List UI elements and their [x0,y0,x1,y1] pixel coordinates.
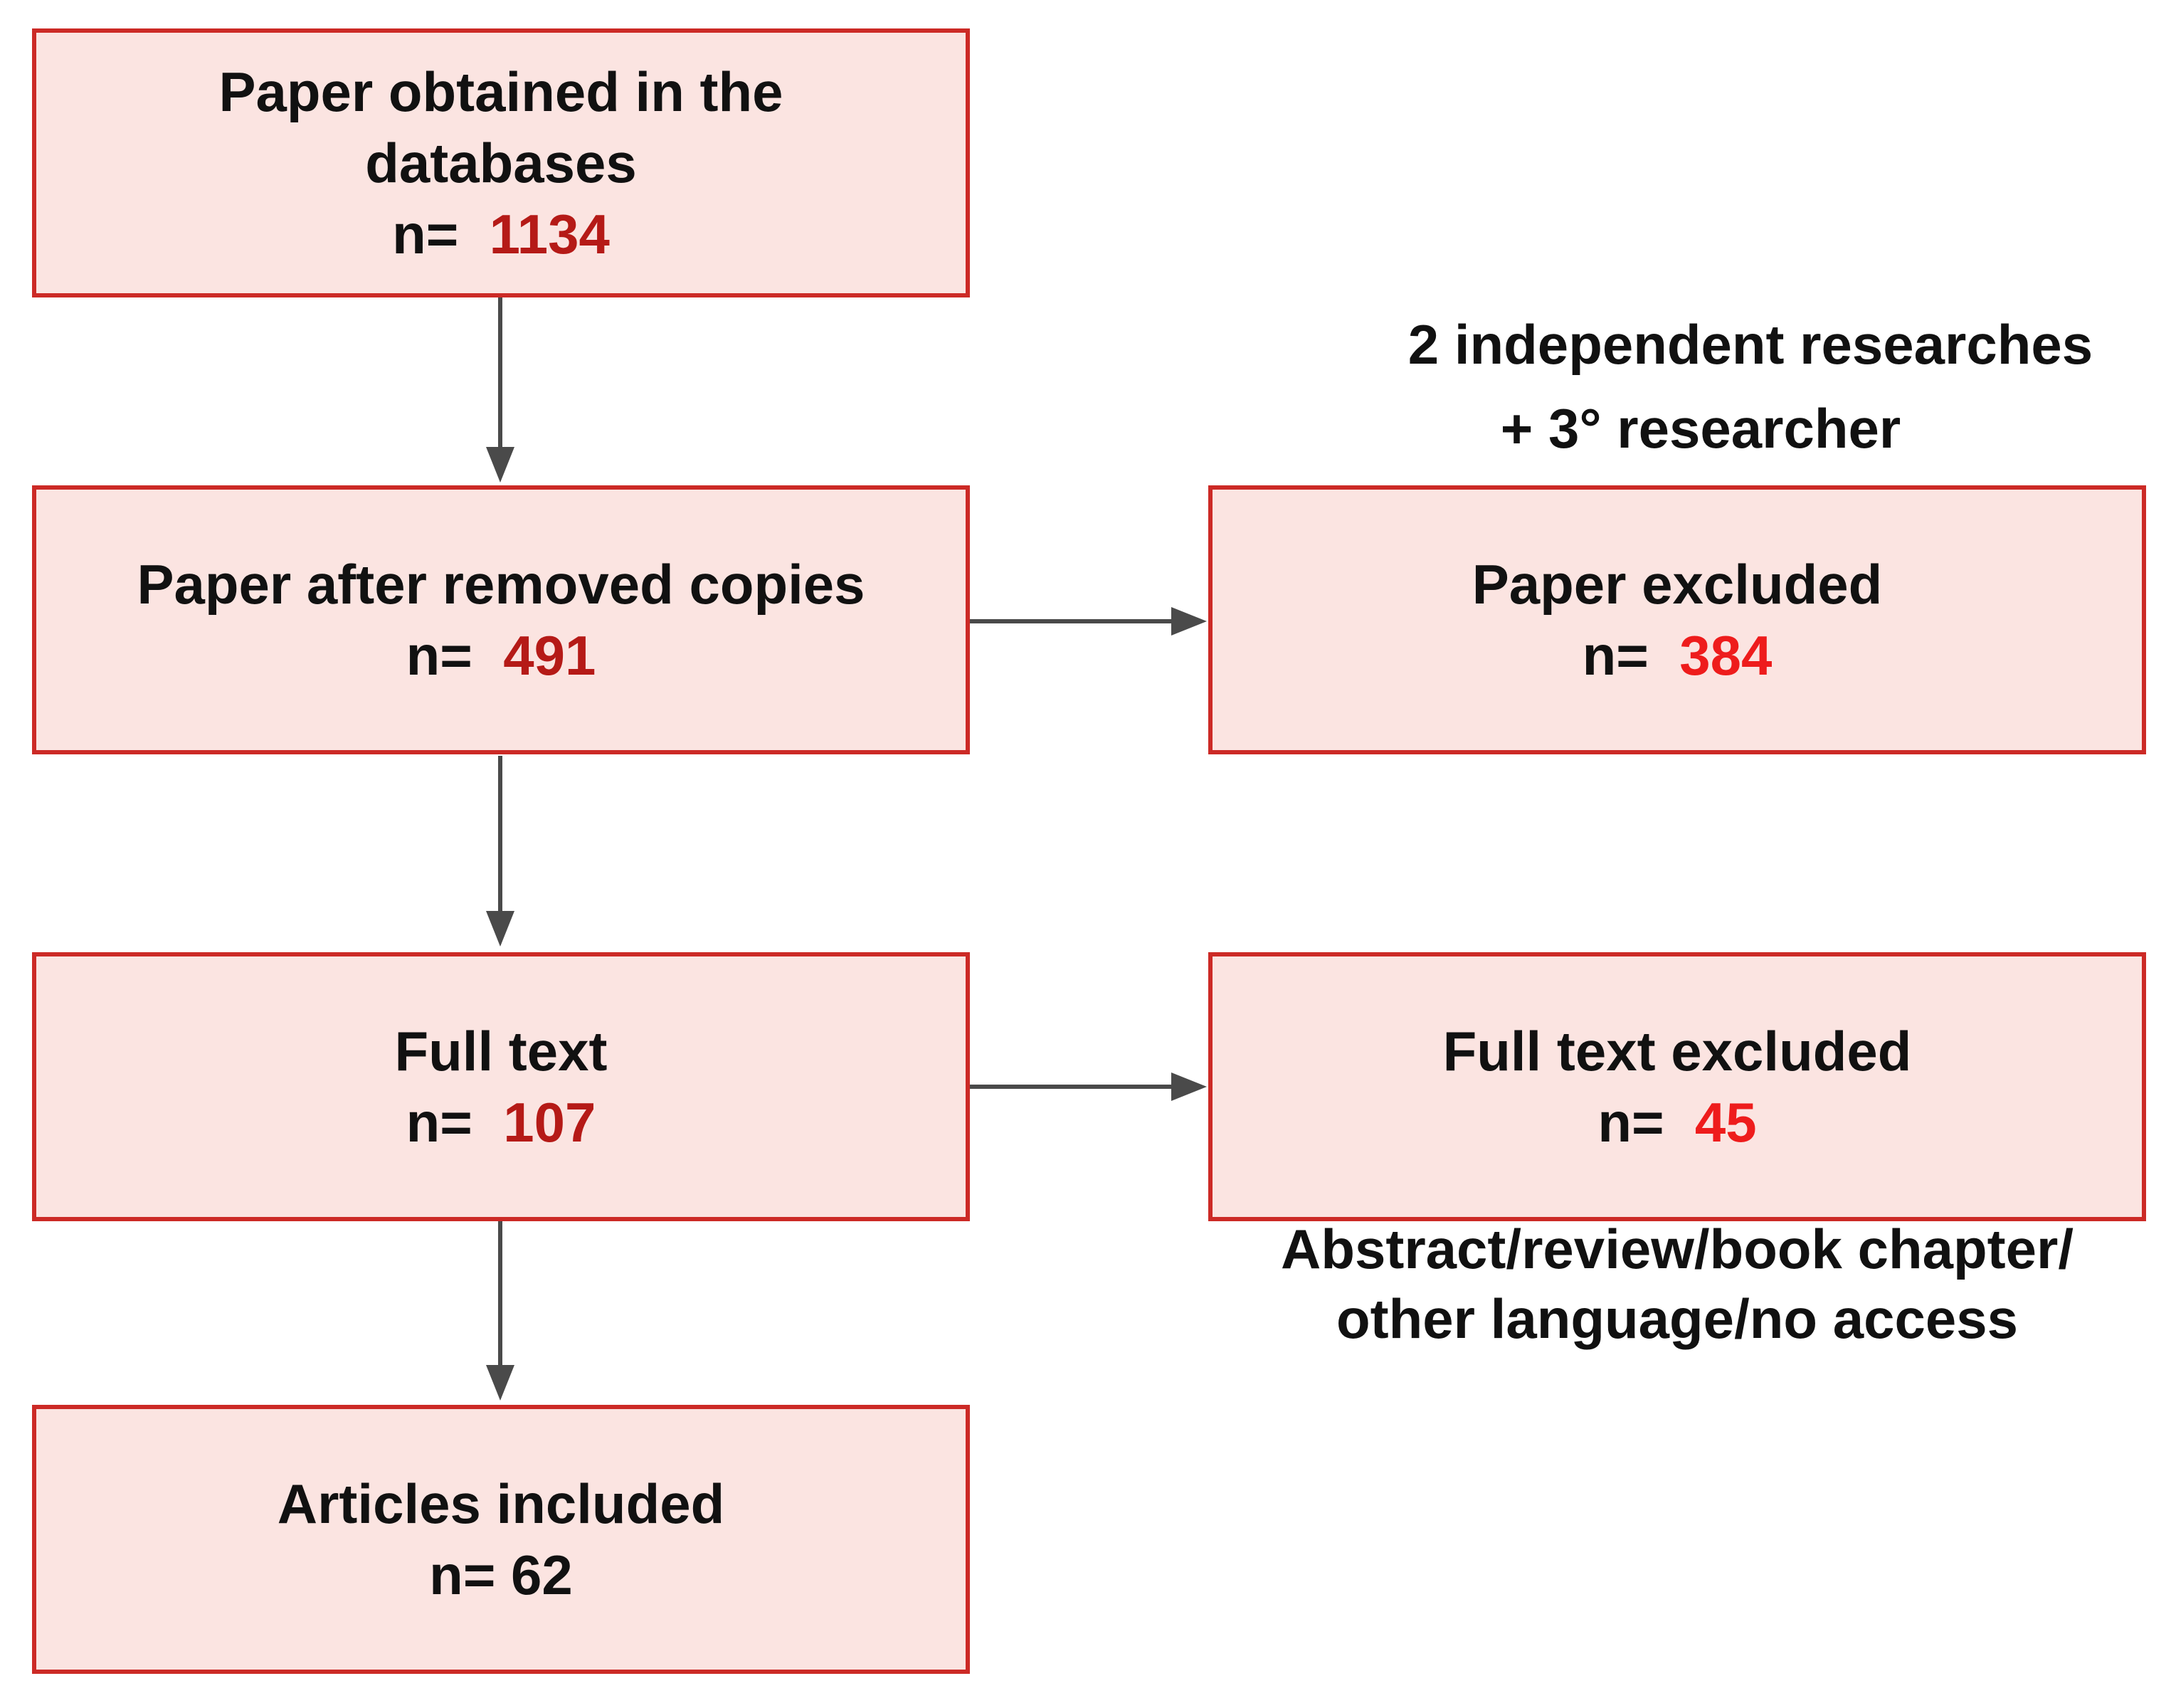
count-prefix: n= [1597,1091,1664,1154]
box-title: Paper after removed copies [137,553,865,616]
count-value: 107 [503,1091,596,1154]
researchers-note-line2: + 3° researcher [1500,397,1901,460]
box-title: Articles included [277,1472,725,1535]
box-after-removed-copies: Paper after removed copies n= 491 [32,485,970,754]
count-value: 45 [1694,1091,1757,1154]
count-value: 491 [503,624,596,687]
box-title: Full text [394,1020,608,1082]
arrowhead-down [486,911,514,947]
count-prefix: n= [392,203,459,265]
arrowhead-right [1171,1072,1207,1101]
researchers-note-line1: 2 independent researches [1407,313,2093,376]
box-count: n= 107 [406,1087,596,1158]
exclusion-reasons-note: Abstract/review/book chapter/ other lang… [1208,1214,2146,1354]
arrowhead-right [1171,607,1207,636]
box-papers-obtained: Paper obtained in the databases n= 1134 [32,28,970,297]
box-count: n= 491 [406,620,596,691]
count-value: 384 [1679,624,1773,687]
exclusion-reasons-line1: Abstract/review/book chapter/ [1280,1218,2074,1280]
box-articles-included: Articles included n= 62 [32,1405,970,1674]
box-full-text-excluded: Full text excluded n= 45 [1208,952,2146,1221]
box-count: n= 62 [429,1544,573,1606]
exclusion-reasons-line2: other language/no access [1336,1287,2018,1350]
arrowhead-down [486,447,514,483]
box-title-line2: databases [365,132,637,194]
box-title-line1: Paper obtained in the [218,60,783,123]
box-paper-excluded: Paper excluded n= 384 [1208,485,2146,754]
count-prefix: n= [1582,624,1649,687]
box-title: Paper excluded [1472,553,1883,616]
box-count: n= 384 [1583,620,1773,691]
count-prefix: n= [406,624,472,687]
count-prefix: n= [406,1091,472,1154]
box-title: Full text excluded [1442,1020,1912,1082]
arrowhead-down [486,1365,514,1401]
box-count: n= 1134 [392,199,610,270]
box-count: n= 45 [1597,1087,1756,1158]
researchers-note: 2 independent researches + 3° researcher [1338,302,2163,470]
box-full-text: Full text n= 107 [32,952,970,1221]
count-value: 1134 [489,203,610,265]
